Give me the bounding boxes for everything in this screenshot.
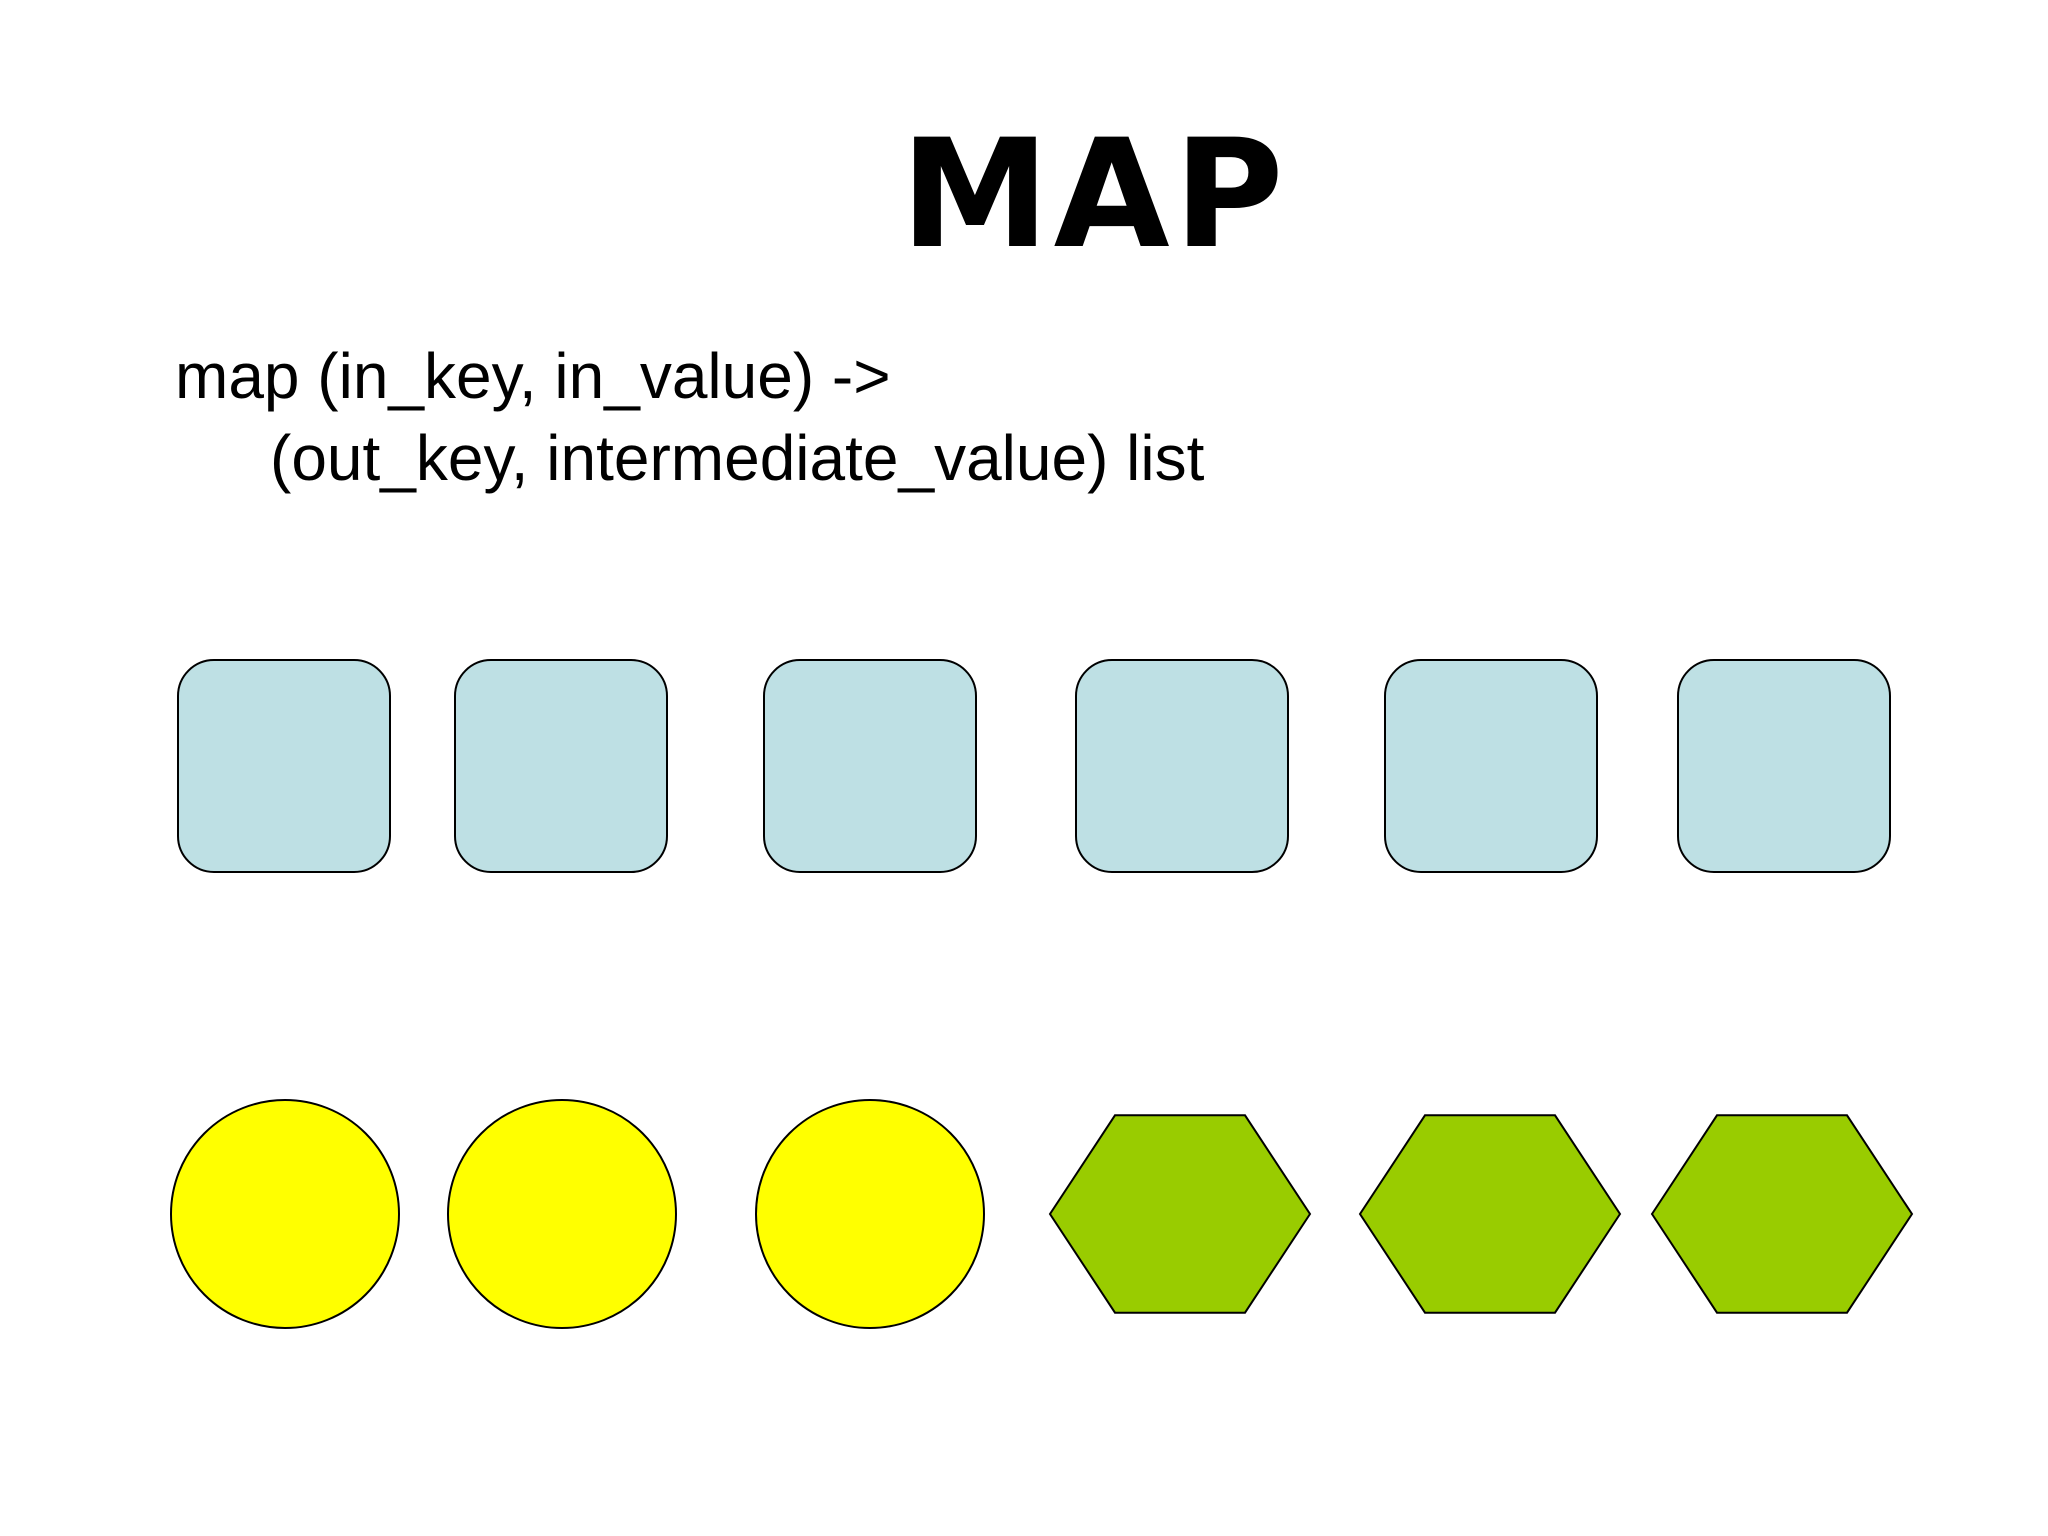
- map-signature-line-1: map (in_key, in_value) ->: [175, 340, 891, 412]
- input-record-square: [763, 659, 977, 873]
- intermediate-record-circle: [170, 1099, 400, 1329]
- intermediate-record-row: [170, 1099, 1914, 1329]
- input-record-square: [1384, 659, 1598, 873]
- input-record-row: [177, 659, 1891, 873]
- intermediate-record-circle: [755, 1099, 985, 1329]
- intermediate-record-hexagon: [1650, 1114, 1914, 1314]
- intermediate-record-hexagon: [1358, 1114, 1622, 1314]
- intermediate-record-circle: [447, 1099, 677, 1329]
- slide-title: MAP: [900, 108, 1288, 282]
- input-record-square: [177, 659, 391, 873]
- map-signature-line-2: (out_key, intermediate_value) list: [270, 422, 1205, 494]
- input-record-square: [1677, 659, 1891, 873]
- input-record-square: [1075, 659, 1289, 873]
- input-record-square: [454, 659, 668, 873]
- intermediate-record-hexagon: [1048, 1114, 1312, 1314]
